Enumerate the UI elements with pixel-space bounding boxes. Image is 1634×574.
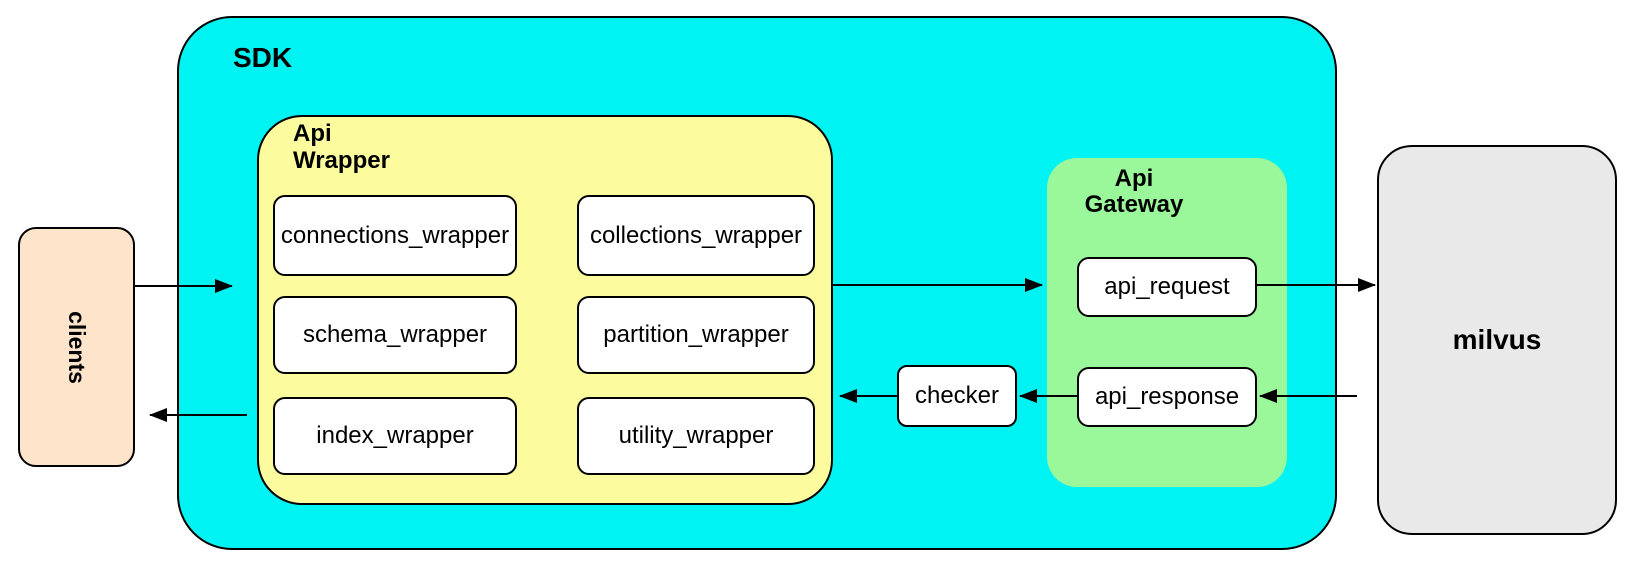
wrapper-box-collections: collections_wrapper — [577, 195, 815, 276]
api-gateway-container: Api Gateway — [1047, 158, 1287, 487]
wrapper-box-connections: connections_wrapper — [273, 195, 517, 276]
wrapper-box-index-label: index_wrapper — [316, 422, 474, 449]
wrapper-box-schema: schema_wrapper — [273, 296, 517, 374]
api-response-label: api_response — [1094, 383, 1240, 410]
api-request-box: api_request — [1077, 257, 1257, 317]
clients-box: clients — [18, 227, 135, 467]
wrapper-box-utility-label: utility_wrapper — [618, 422, 774, 449]
api-request-label: api_request — [1104, 273, 1230, 300]
api-wrapper-label-line2: Wrapper — [293, 147, 390, 174]
api-gateway-label-line2: Gateway — [1084, 191, 1184, 218]
wrapper-box-index: index_wrapper — [273, 397, 517, 475]
checker-box: checker — [897, 365, 1017, 427]
api-gateway-label: Api Gateway — [1063, 166, 1205, 218]
milvus-box: milvus — [1377, 145, 1617, 535]
sdk-label: SDK — [233, 42, 293, 73]
wrapper-box-partition-label: partition_wrapper — [603, 321, 789, 348]
api-wrapper-label-line1: Api — [293, 120, 332, 147]
checker-label: checker — [914, 382, 1000, 409]
wrapper-box-partition: partition_wrapper — [577, 296, 815, 374]
api-gateway-label-line1: Api — [1114, 165, 1154, 192]
milvus-label: milvus — [1452, 324, 1542, 355]
wrapper-box-collections-label: collections_wrapper — [589, 221, 803, 249]
wrapper-box-utility: utility_wrapper — [577, 397, 815, 475]
api-wrapper-label: Api Wrapper — [293, 120, 390, 174]
api-response-box: api_response — [1077, 367, 1257, 427]
wrapper-box-schema-label: schema_wrapper — [302, 321, 488, 348]
clients-label: clients — [64, 310, 90, 384]
wrapper-box-connections-label: connections_wrapper — [280, 221, 510, 249]
